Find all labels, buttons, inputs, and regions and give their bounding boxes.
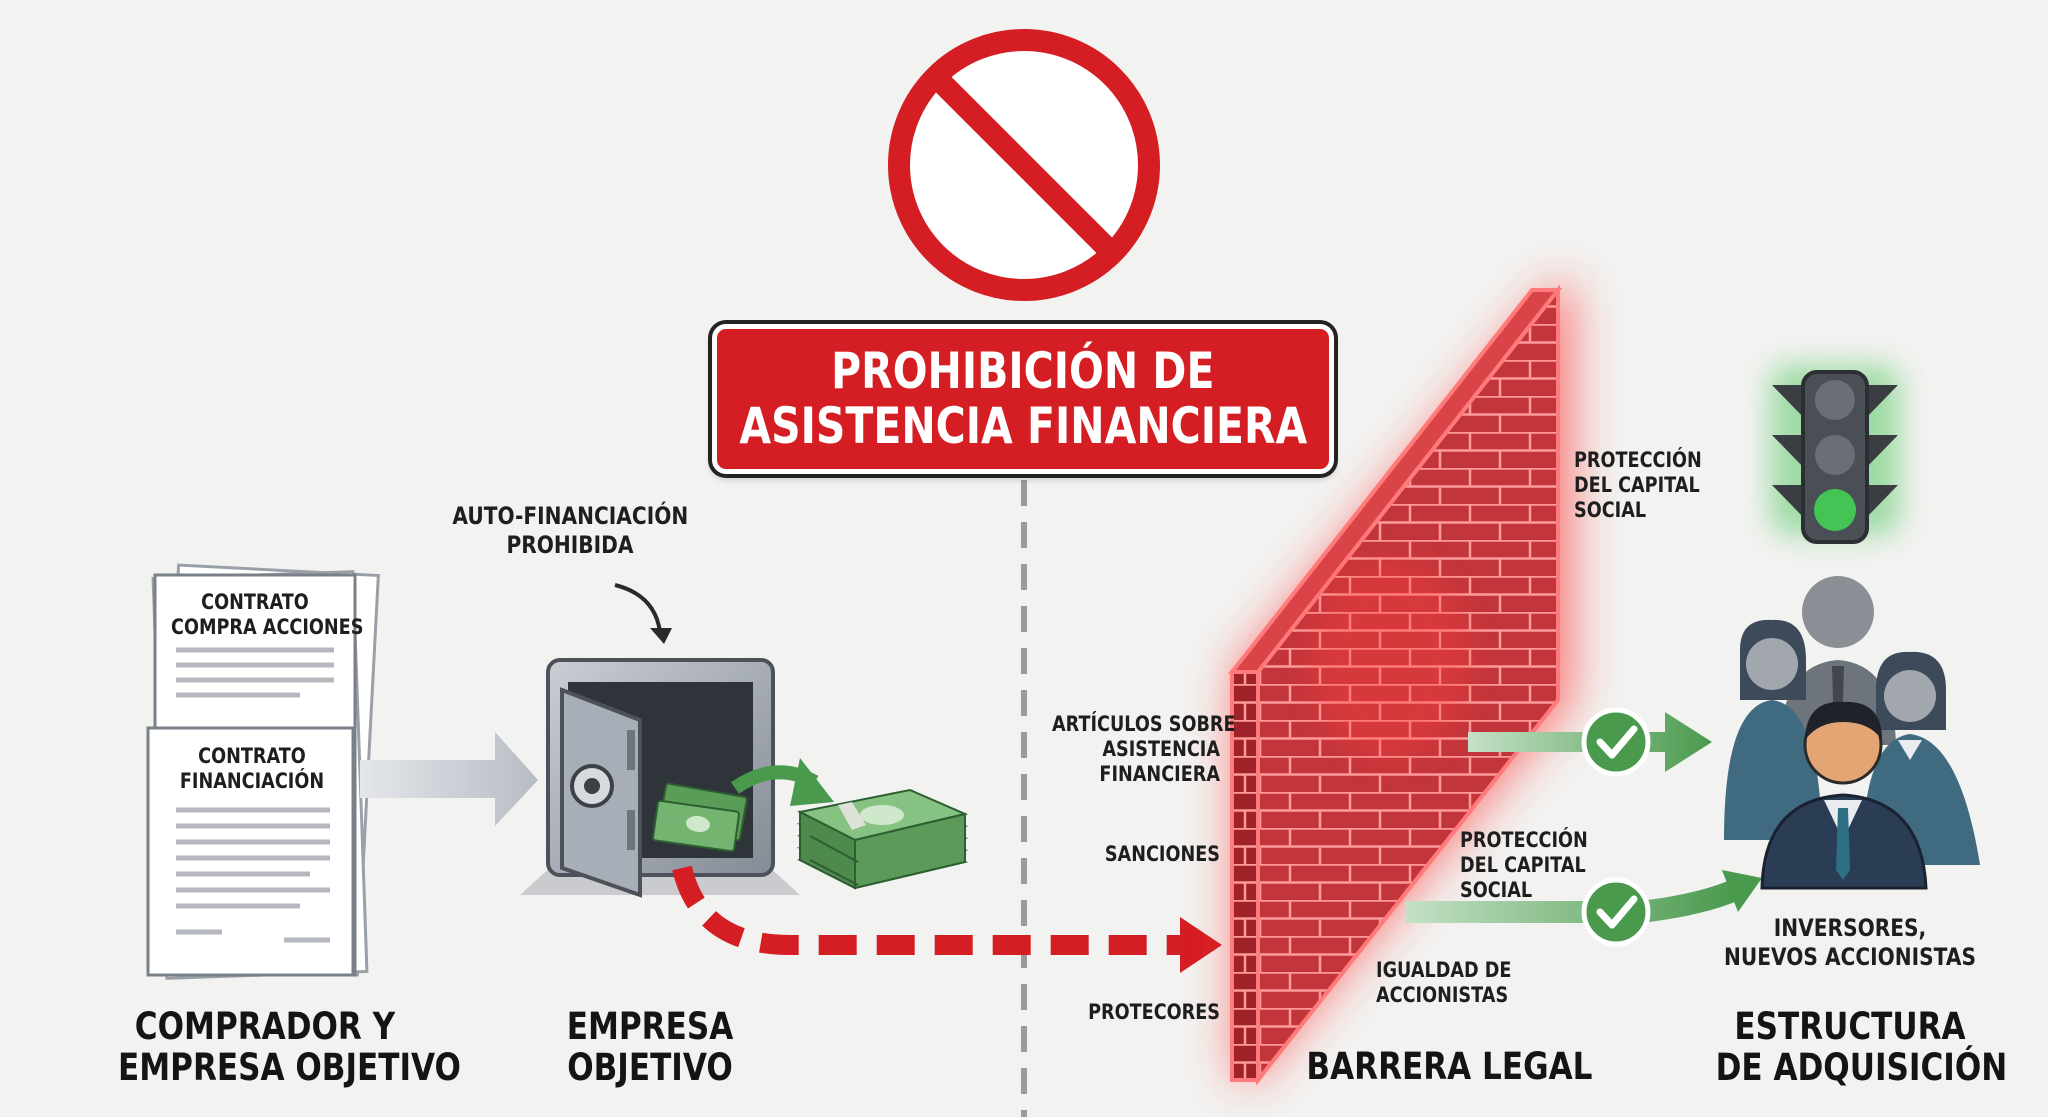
protectors-label: PROTECORES (1088, 1000, 1220, 1024)
auto-financing-line2: PROHIBIDA (506, 530, 634, 559)
section-target: EMPRESA OBJETIVO (541, 1006, 759, 1089)
money-stack-icon (652, 782, 748, 853)
section-structure-line1: ESTRUCTURA (1734, 1005, 1966, 1048)
green-curved-arrow-icon (730, 758, 834, 806)
capital-top-line1: PROTECCIÓN (1574, 448, 1702, 472)
doc1-line2: COMPRA ACCIONES (171, 615, 364, 640)
title-banner: PROHIBICIÓN DE ASISTENCIA FINANCIERA (712, 324, 1334, 474)
flow-arrow-icon (360, 732, 538, 826)
section-target-line2: OBJETIVO (567, 1046, 733, 1090)
section-barrier: BARRERA LEGAL (1306, 1045, 1593, 1088)
route-arrowhead (1180, 917, 1222, 973)
section-buyer: COMPRADOR Y EMPRESA OBJETIVO (118, 1005, 461, 1090)
check-icon (1581, 877, 1651, 947)
doc2-line2: FINANCIACIÓN (179, 769, 325, 794)
capital-mid-line2: DEL CAPITAL (1460, 853, 1586, 878)
document-label-financing: CONTRATO FINANCIACIÓN (168, 744, 336, 794)
document-label-purchase: CONTRATO COMPRA ACCIONES (171, 590, 364, 640)
traffic-light-icon (1770, 365, 1900, 544)
doc2-line1: CONTRATO (198, 744, 306, 768)
title-line1: PROHIBICIÓN DE (831, 342, 1215, 400)
capital-top-line2: DEL CAPITAL (1574, 473, 1700, 498)
brick-wall-icon (1227, 284, 1575, 1086)
investors-label: INVERSORES, NUEVOS ACCIONISTAS (1724, 914, 1976, 972)
articles-line1: ARTÍCULOS SOBRE (1052, 712, 1236, 736)
articles-line3: FINANCIERA (1099, 762, 1220, 787)
section-structure: ESTRUCTURA DE ADQUISICIÓN (1715, 1005, 2008, 1090)
equality-label: IGUALDAD DE ACCIONISTAS (1376, 958, 1527, 1008)
people-icon (1724, 576, 1980, 890)
prohibition-icon (888, 29, 1160, 301)
money-stack-icon (796, 788, 969, 890)
dashed-route-arrow (672, 865, 1195, 955)
capital-protection-label-top: PROTECCIÓN DEL CAPITAL SOCIAL (1574, 448, 1708, 524)
section-target-line1: EMPRESA (566, 1005, 734, 1048)
sanctions-label: SANCIONES (1104, 842, 1220, 866)
section-structure-line2: DE ADQUISICIÓN (1715, 1046, 2008, 1090)
capital-protection-label-mid: PROTECCIÓN DEL CAPITAL SOCIAL (1460, 828, 1594, 904)
curved-arrow-icon (614, 583, 672, 644)
check-icon (1581, 707, 1651, 777)
capital-mid-line3: SOCIAL (1460, 878, 1533, 903)
investors-line2: NUEVOS ACCIONISTAS (1724, 942, 1976, 971)
capital-mid-line1: PROTECCIÓN (1460, 828, 1588, 852)
articles-line2: ASISTENCIA (1102, 737, 1220, 762)
doc1-line1: CONTRATO (201, 590, 309, 614)
equality-line2: ACCIONISTAS (1376, 983, 1509, 1008)
section-buyer-line1: COMPRADOR Y (134, 1005, 396, 1048)
investors-line1: INVERSORES, (1773, 914, 1927, 942)
articles-label: ARTÍCULOS SOBRE ASISTENCIA FINANCIERA (1052, 712, 1236, 788)
document-icon (146, 563, 380, 980)
equality-line1: IGUALDAD DE (1376, 958, 1512, 982)
auto-financing-line1: AUTO-FINANCIACIÓN (452, 502, 689, 530)
title-line2: ASISTENCIA FINANCIERA (739, 397, 1307, 455)
section-buyer-line2: EMPRESA OBJETIVO (118, 1046, 461, 1090)
capital-top-line3: SOCIAL (1574, 498, 1647, 523)
auto-financing-label: AUTO-FINANCIACIÓN PROHIBIDA (452, 502, 689, 560)
